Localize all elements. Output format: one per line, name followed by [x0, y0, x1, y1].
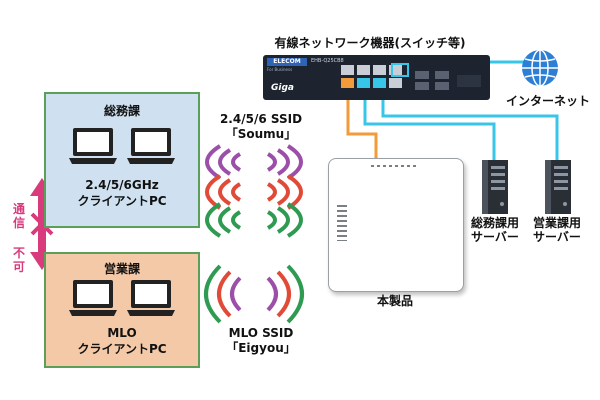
port-orange: [341, 78, 354, 88]
eigyo-pc-line2: クライアントPC: [77, 342, 167, 356]
globe-icon: [520, 48, 560, 88]
ssid-eigyo-label: MLO SSID 「Eigyou」: [226, 326, 296, 355]
port: [373, 65, 386, 75]
access-point: [328, 158, 464, 292]
group-soumu: 総務課 2.4/5/6GHz クライアントPC: [44, 92, 200, 228]
group-soumu-title: 総務課: [103, 104, 140, 118]
server-soumu-label: 総務課用 サーバー: [470, 216, 519, 244]
port: [357, 65, 370, 75]
soumu-pc-line2: クライアントPC: [77, 194, 167, 208]
port-cyan: [357, 78, 370, 88]
soumu-pc-line1: 2.4/5/6GHz: [85, 178, 159, 192]
port: [389, 78, 402, 88]
switch-ports: [341, 65, 402, 91]
sfp-ports: [413, 71, 485, 91]
server-eigyo-label: 営業課用 サーバー: [532, 216, 581, 244]
brand-badge: ELECOM: [267, 58, 307, 66]
switch-model: EHB-Q25CB8: [311, 58, 344, 64]
network-switch: ELECOM For Business EHB-Q25CB8 Giga: [263, 55, 490, 100]
wave-eigyo-right: [266, 264, 304, 324]
cable-ap-orange: [346, 83, 378, 158]
side-leds: [337, 205, 347, 241]
server-icon: [482, 160, 508, 214]
eigyo-pc-line1: MLO: [107, 326, 137, 340]
wave-soumu-left: [205, 144, 242, 238]
wave-soumu-right: [266, 144, 303, 238]
switch-caption: 有線ネットワーク機器(スイッチ等): [274, 36, 466, 50]
cable-server-soumu: [363, 84, 496, 162]
ap-label: 本製品: [376, 294, 413, 308]
ssid-soumu-label: 2.4/5/6 SSID 「Soumu」: [219, 112, 303, 141]
blocked-label: 通 信 不 可: [12, 202, 25, 274]
group-eigyo-title: 営業課: [103, 262, 140, 276]
uplink-port: [391, 63, 409, 77]
wave-eigyo-left: [204, 264, 242, 324]
group-eigyo: 営業課 MLO クライアントPC: [44, 252, 200, 368]
status-leds: [371, 165, 419, 167]
cable-server-eigyo: [381, 84, 559, 162]
port: [389, 65, 402, 75]
switch-tagline: For Business: [267, 67, 293, 72]
giga-logo: Giga: [271, 83, 294, 93]
server-icon: [545, 160, 571, 214]
port: [341, 65, 354, 75]
port-cyan: [373, 78, 386, 88]
internet-label: インターネット: [505, 94, 590, 108]
